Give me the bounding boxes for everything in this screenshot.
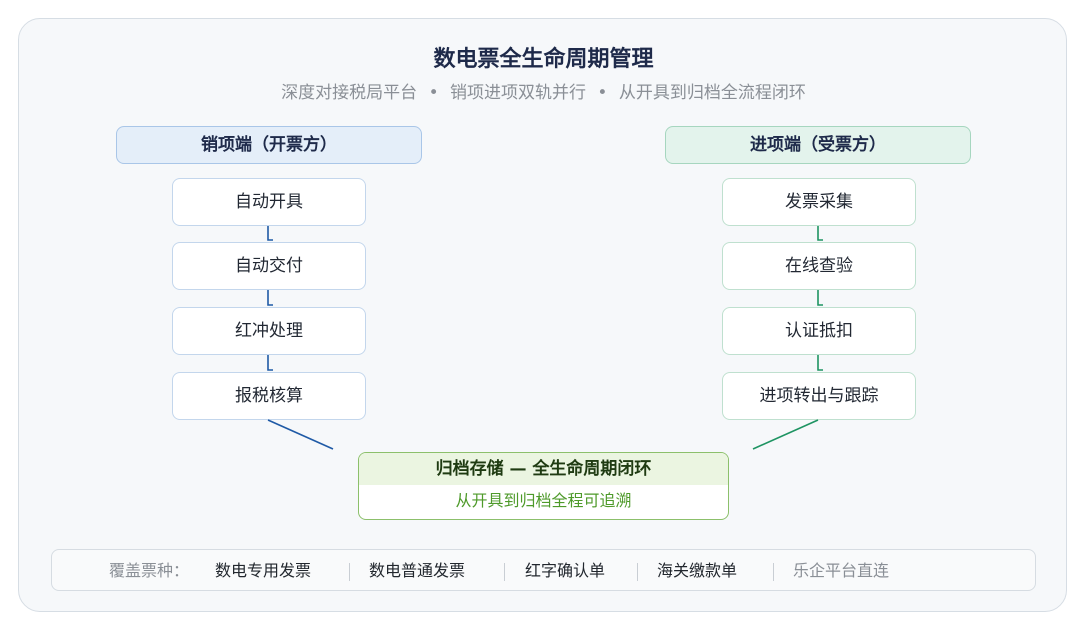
output-connector-2-arrow xyxy=(267,290,273,306)
input-connector-1-arrow xyxy=(817,226,823,241)
output-connector-3-arrow xyxy=(267,355,273,371)
coverage-divider xyxy=(773,563,774,581)
output-connector-1-arrow xyxy=(267,226,273,241)
subtitle-separator: • xyxy=(428,83,439,103)
coverage-item-special-invoice: 数电专用发票 xyxy=(215,561,312,580)
output-step-red-reversal: 红冲处理 xyxy=(172,307,366,355)
coverage-item-red-letter-confirmation: 红字确认单 xyxy=(525,561,606,580)
coverage-item-customs-payment: 海关缴款单 xyxy=(657,561,738,580)
input-to-archive-line xyxy=(752,419,819,450)
output-step-issue: 自动开具 xyxy=(172,178,366,226)
diagram-subtitle: 深度对接税局平台 • 销项进项双轨并行 • 从开具到归档全流程闭环 xyxy=(0,80,1087,106)
coverage-item-general-invoice: 数电普通发票 xyxy=(369,561,466,580)
input-side-header: 进项端（受票方） xyxy=(665,126,971,164)
coverage-bar: 覆盖票种： 数电专用发票 数电普通发票 红字确认单 海关缴款单 乐企平台直连 xyxy=(51,549,1036,591)
coverage-label: 覆盖票种： xyxy=(109,561,190,580)
output-step-tax-filing: 报税核算 xyxy=(172,372,366,420)
diagram-title: 数电票全生命周期管理 xyxy=(433,47,654,72)
input-step-transfer-track: 进项转出与跟踪 xyxy=(722,372,916,420)
coverage-divider xyxy=(504,563,505,581)
coverage-divider xyxy=(349,563,350,581)
output-side-header: 销项端（开票方） xyxy=(116,126,422,164)
input-step-deduct: 认证抵扣 xyxy=(722,307,916,355)
subtitle-separator: • xyxy=(597,83,608,103)
input-step-verify: 在线查验 xyxy=(722,242,916,290)
archive-subtitle: 从开具到归档全程可追溯 xyxy=(455,491,632,510)
input-connector-3-arrow xyxy=(817,355,823,371)
subtitle-part-platform: 深度对接税局平台 xyxy=(281,83,418,103)
archive-title: 归档存储 — 全生命周期闭环 xyxy=(359,453,728,485)
input-connector-2-arrow xyxy=(817,290,823,306)
coverage-item-leqi-platform: 乐企平台直连 xyxy=(793,561,890,580)
subtitle-part-dual-track: 销项进项双轨并行 xyxy=(450,83,586,103)
archive-box: 归档存储 — 全生命周期闭环 从开具到归档全程可追溯 xyxy=(358,452,729,520)
subtitle-part-closed-loop: 从开具到归档全流程闭环 xyxy=(618,83,806,103)
output-step-deliver: 自动交付 xyxy=(172,242,366,290)
output-to-archive-line xyxy=(267,419,334,450)
input-step-collect: 发票采集 xyxy=(722,178,916,226)
coverage-divider xyxy=(637,563,638,581)
